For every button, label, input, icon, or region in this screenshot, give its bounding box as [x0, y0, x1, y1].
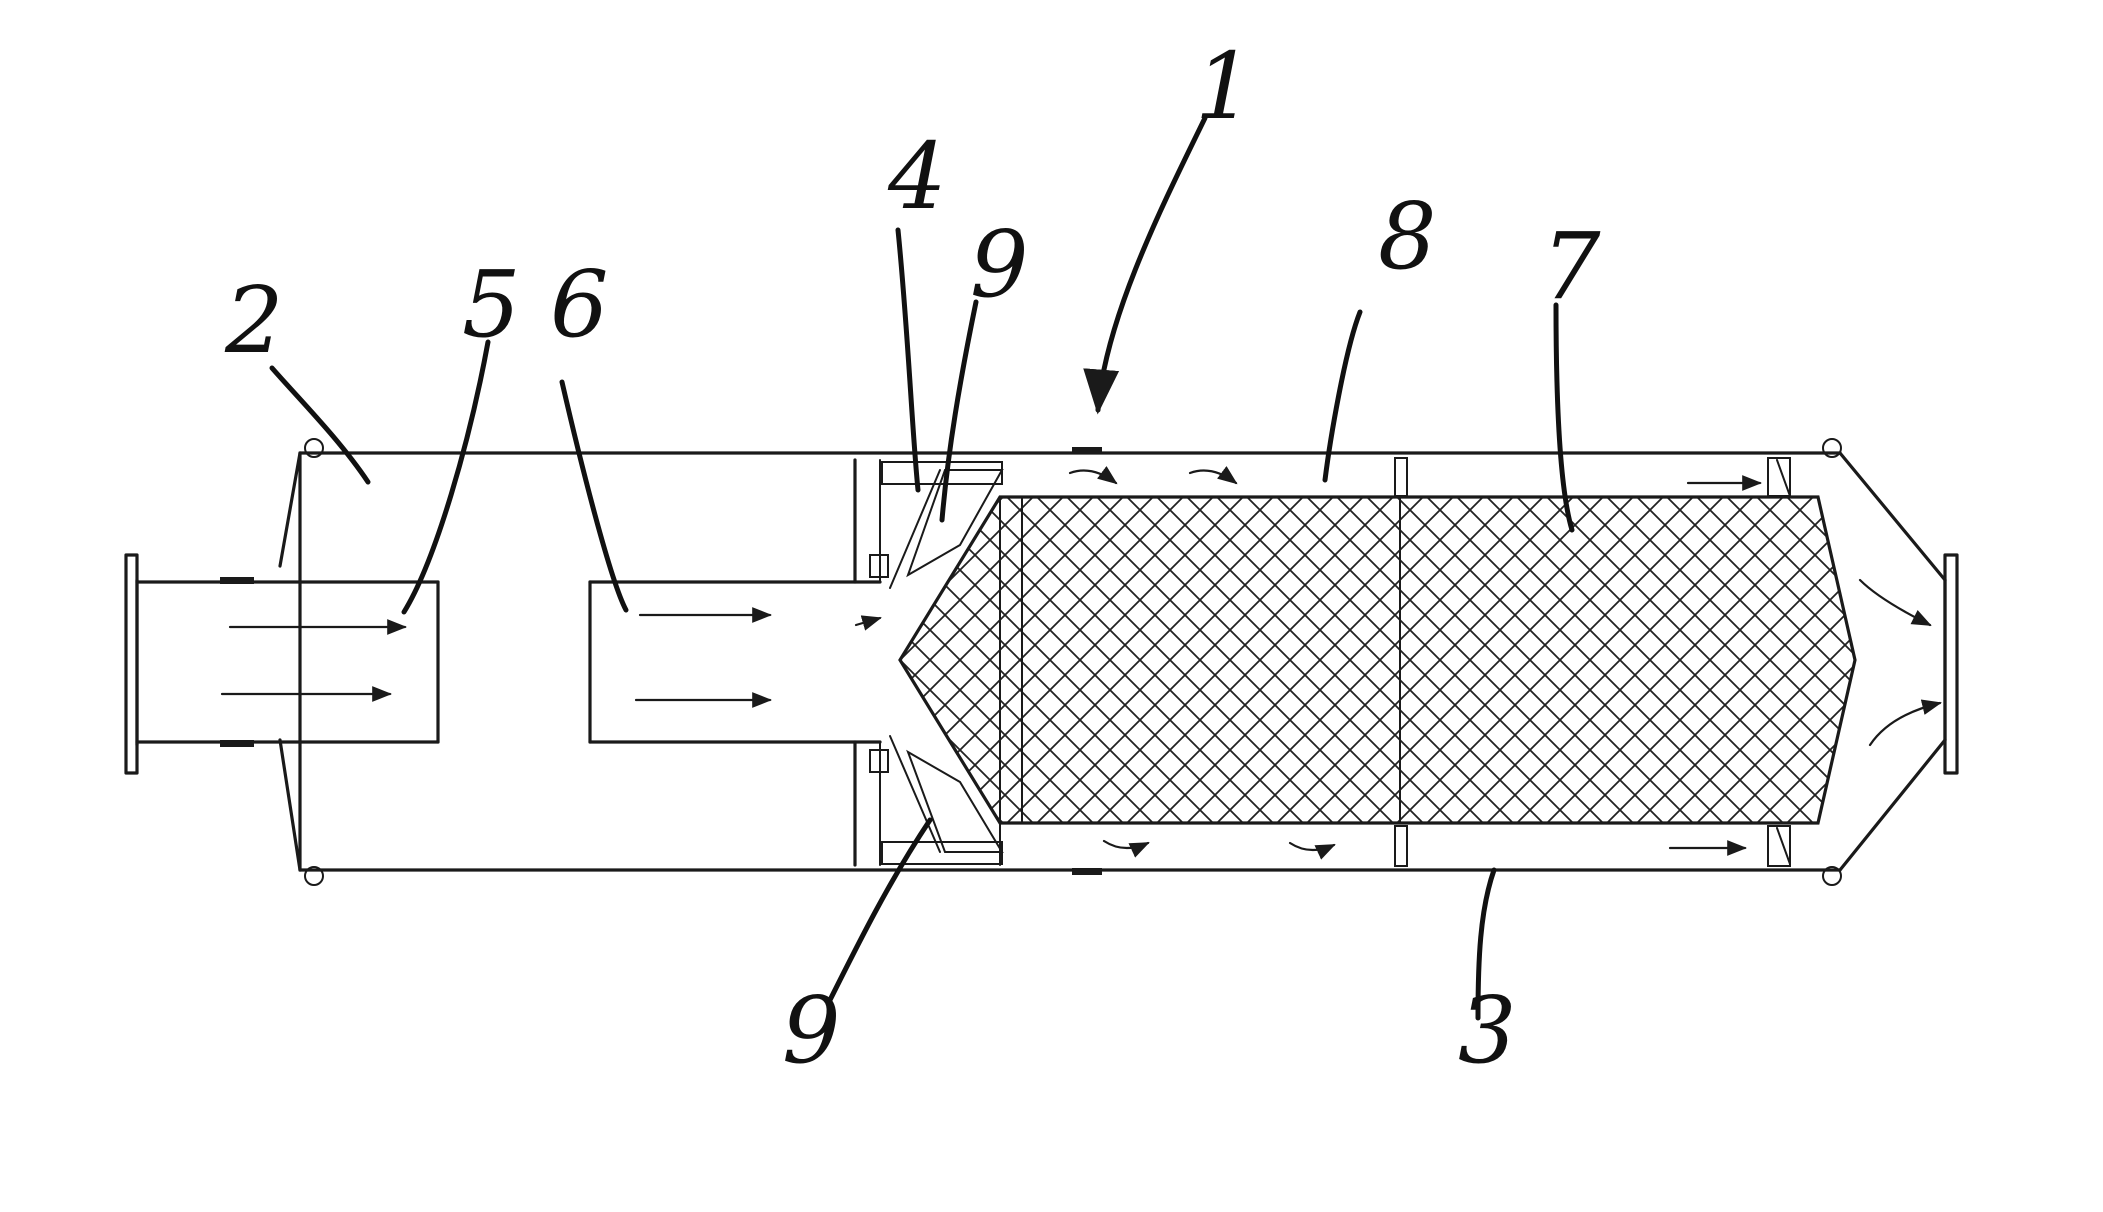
inlet-flange [126, 555, 137, 773]
filter-body [900, 497, 1855, 823]
label-annular-gap: 8 [1378, 183, 1437, 290]
label-transfer-pipe: 6 [550, 251, 609, 358]
label-housing: 3 [1458, 977, 1517, 1084]
label-filter-body: 7 [1542, 213, 1601, 320]
label-device: 1 [1195, 33, 1254, 140]
transfer-pipe [590, 582, 880, 742]
label-inlet-pipe: 5 [462, 251, 521, 358]
label-baffle-lower: 9 [782, 977, 841, 1084]
label-inlet-chamber: 2 [224, 267, 284, 374]
inlet-pipe [137, 577, 438, 747]
outlet-flange [1860, 555, 1957, 773]
label-baffle-upper: 9 [970, 211, 1029, 318]
label-partition: 4 [887, 123, 947, 230]
